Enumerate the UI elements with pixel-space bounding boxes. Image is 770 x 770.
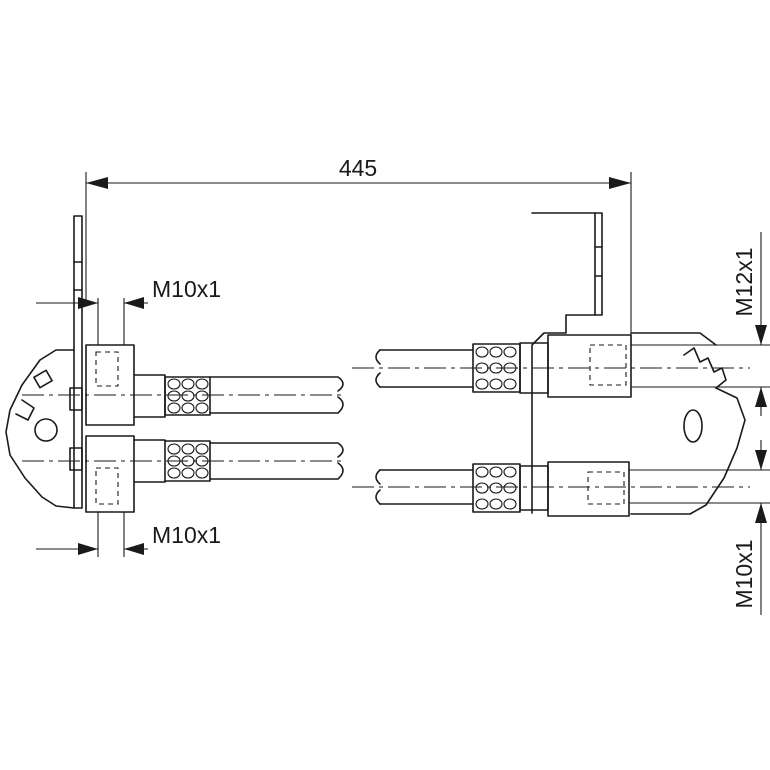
- right-bracket-bolt-hole: [683, 409, 703, 443]
- left-top-hose: [209, 376, 344, 414]
- left-top-fitting: [85, 344, 166, 426]
- overall-length-label: 445: [339, 155, 377, 181]
- right-bottom-fitting: [519, 461, 630, 517]
- center-lines: [22, 367, 750, 488]
- right-bottom-thread-dimension: M10x1: [629, 440, 770, 615]
- right-bottom-hose-crimp: [472, 463, 521, 513]
- overall-length-dimension: 445: [85, 155, 632, 345]
- bracket-bolt-hole: [34, 418, 58, 442]
- right-top-thread-label: M12x1: [731, 247, 757, 316]
- right-top-hose: [375, 349, 474, 388]
- right-bottom-thread-label: M10x1: [731, 539, 757, 608]
- right-top-thread-dimension: M12x1: [631, 232, 770, 416]
- left-bottom-hose: [209, 442, 344, 480]
- left-bottom-thread-label: M10x1: [152, 522, 221, 548]
- left-top-thread-dimension: M10x1: [36, 276, 221, 345]
- right-mounting-bracket: [531, 212, 746, 515]
- left-mounting-bracket: [5, 215, 83, 509]
- left-top-thread-label: M10x1: [152, 276, 221, 302]
- right-top-fitting: [519, 334, 632, 398]
- left-bottom-fitting: [85, 435, 166, 513]
- right-bottom-hose: [375, 469, 474, 505]
- left-top-hose-crimp: [164, 376, 211, 416]
- left-bottom-thread-dimension: M10x1: [36, 512, 221, 557]
